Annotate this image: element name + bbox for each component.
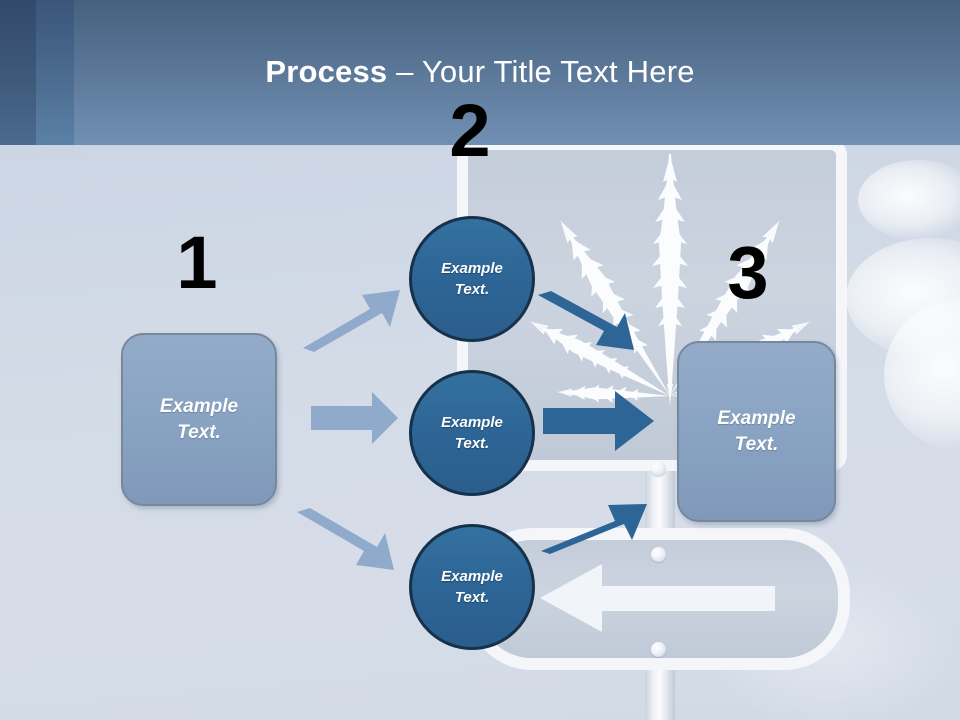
header-accent-band-dark (0, 0, 36, 145)
process-circle-bottom-line1: Example (441, 568, 503, 585)
process-box-3-label: Example Text. (717, 406, 795, 458)
sign-bolt-icon (651, 642, 666, 657)
sign-post (645, 648, 675, 720)
header-accent-band-mid (36, 0, 74, 145)
process-circle-bottom-label: Example Text. (441, 566, 503, 608)
process-circle-middle-label: Example Text. (441, 412, 503, 454)
white-left-arrow-icon (600, 586, 775, 611)
page-title-bold: Process (265, 54, 388, 89)
process-circle-top-line2: Text. (454, 281, 490, 298)
process-box-1-label: Example Text. (160, 394, 238, 446)
process-box-3[interactable]: Example Text. (677, 341, 836, 522)
page-title: Process – Your Title Text Here (0, 52, 960, 92)
process-circle-top-label: Example Text. (441, 258, 503, 300)
process-box-3-line2: Text. (734, 433, 779, 455)
process-circle-top-line1: Example (441, 260, 503, 277)
process-circle-top[interactable]: Example Text. (409, 216, 535, 342)
step-number-2: 2 (449, 89, 491, 172)
process-circle-middle[interactable]: Example Text. (409, 370, 535, 496)
step-number-1: 1 (176, 221, 218, 304)
process-box-1-line1: Example (159, 395, 239, 417)
title-bar (0, 0, 960, 145)
process-box-3-line1: Example (717, 407, 796, 429)
process-circle-bottom[interactable]: Example Text. (409, 524, 535, 650)
process-circle-bottom-line2: Text. (454, 589, 490, 606)
white-left-arrow-icon (540, 564, 602, 632)
process-box-1[interactable]: Example Text. (121, 333, 277, 506)
page-title-rest: – Your Title Text Here (387, 54, 695, 89)
step-number-3: 3 (727, 231, 769, 314)
process-circle-middle-line2: Text. (454, 435, 490, 452)
sign-bolt-icon (651, 461, 666, 476)
process-box-1-line2: Text. (177, 421, 221, 443)
process-circle-middle-line1: Example (441, 414, 503, 431)
sign-bolt-icon (651, 547, 666, 562)
